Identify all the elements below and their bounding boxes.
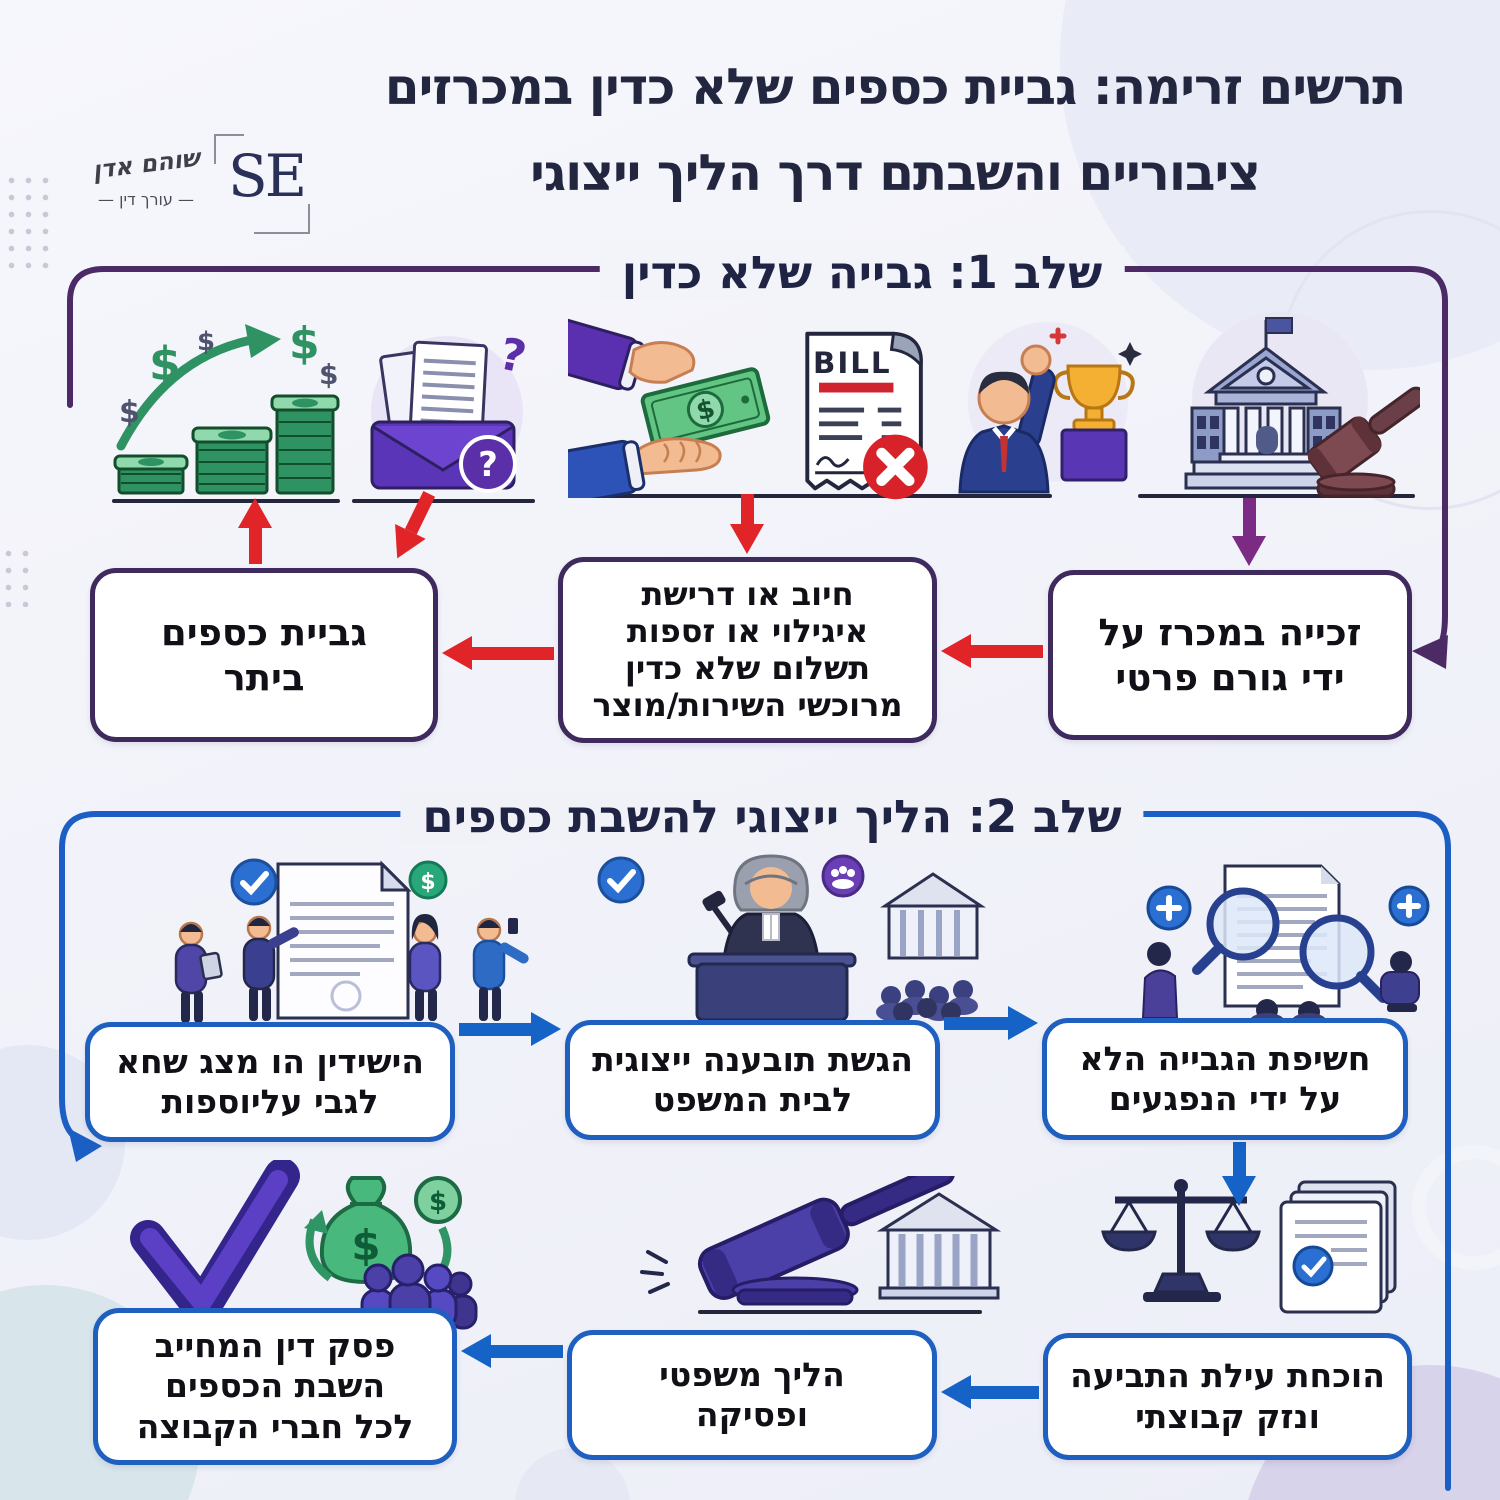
arrow-charge-to-overcollect	[442, 636, 554, 670]
box-text: זכייה במכרז על ידי גורם פרטי	[1098, 610, 1362, 699]
box-cause-proof: הוכחת עילת התביעה ונזק קבוצתי	[1043, 1333, 1412, 1460]
courthouse-gavel-icon	[1150, 304, 1420, 504]
box-text: הגשת תובענה ייצוגית לבית המשפט	[592, 1039, 913, 1119]
stage1-header: שלב 1: גבייה שלא כדין	[599, 246, 1125, 299]
arrow-misrep-to-filing	[459, 1012, 561, 1046]
arrow-exposure-to-proof	[1222, 1142, 1256, 1206]
arrow-courthouse-to-win	[1232, 498, 1266, 566]
box-tender-win: זכייה במכרז על ידי גורם פרטי	[1048, 570, 1412, 740]
ground-line	[352, 499, 535, 503]
box-legal-process: הליך משפטי ופסיקה	[567, 1330, 937, 1460]
logo-role: — עורך דין —	[98, 190, 194, 209]
restitution-verdict-icon: $ $	[120, 1160, 550, 1330]
svg-text:$: $	[420, 870, 435, 895]
svg-text:$: $	[149, 337, 181, 391]
arrow-bill-to-charge	[730, 494, 764, 554]
check-badge-icon	[230, 858, 278, 906]
box-judgment: פסק דין המחייב השבת הכספים לכל חברי הקבו…	[93, 1308, 457, 1465]
box-text: הוכחת עילת התביעה ונזק קבוצתי	[1070, 1356, 1385, 1436]
box-text: חיוב או דרישת איגילוי או זספות תשלום שלא…	[592, 574, 903, 725]
logo-initials: SE	[228, 142, 307, 210]
ground-line	[112, 499, 340, 503]
group-badge-icon	[821, 854, 865, 898]
investigation-magnifier-icon	[1125, 860, 1445, 1022]
ground-line	[600, 494, 1052, 498]
gavel-ruling-icon	[630, 1176, 1010, 1318]
bracket-icon	[214, 134, 244, 164]
box-class-action-filing: הגשת תובענה ייצוגית לבית המשפט	[565, 1020, 940, 1140]
check-badge-icon	[597, 856, 645, 904]
bracket-icon	[254, 204, 310, 234]
arrow-proof-to-litigation	[941, 1375, 1039, 1409]
svg-text:$: $	[429, 1187, 447, 1217]
plus-badge-icon	[1388, 885, 1430, 927]
judge-courtroom-icon	[585, 850, 995, 1028]
hand-giving-money-icon: $	[568, 316, 773, 498]
check-badge-icon	[1292, 1245, 1334, 1287]
money-growth-icon: $ $ $ $ $	[105, 310, 340, 502]
box-misrepresentation: הישידין הו מצג שחא לגבי עליוספות	[85, 1022, 455, 1142]
stage1-frame	[67, 266, 1448, 669]
rejected-x-icon	[863, 434, 928, 500]
box-text: הליך משפטי ופסיקה	[659, 1354, 845, 1434]
ground-line	[1138, 494, 1415, 498]
arrow-filing-to-exposure	[944, 1006, 1038, 1040]
law-firm-logo: שוהם אדן — עורך דין — SE	[86, 128, 326, 248]
box-text: חשיפת הגבייה הלא על ידי הנפגעים	[1079, 1038, 1371, 1118]
money-badge-icon: $	[408, 860, 448, 900]
logo-signature: שוהם אדן	[90, 143, 202, 185]
svg-text:?: ?	[495, 328, 531, 383]
box-collection-exposure: חשיפת הגבייה הלא על ידי הנפגעים	[1042, 1018, 1408, 1140]
stage2-frame	[59, 811, 1451, 1491]
winner-trophy-icon	[948, 314, 1143, 496]
svg-text:$: $	[319, 358, 338, 391]
box-text: פסק דין המחייב השבת הכספים לכל חברי הקבו…	[136, 1326, 414, 1446]
envelope-documents-icon: ? ?	[350, 326, 535, 504]
svg-text:BILL: BILL	[813, 346, 892, 380]
svg-text:$: $	[351, 1221, 380, 1270]
svg-text:$: $	[289, 318, 320, 369]
stage2-header: שלב 2: הליך ייצוגי להשבת כספים	[400, 790, 1144, 843]
box-unlawful-charge: חיוב או דרישת איגילוי או זספות תשלום שלא…	[558, 557, 937, 743]
svg-text:$: $	[197, 327, 215, 357]
decor-dots-top-left	[3, 172, 51, 272]
page-title: תרשים זרימה: גביית כספים שלא כדין במכרזי…	[384, 58, 1407, 202]
svg-text:$: $	[119, 395, 140, 430]
bill-rejected-icon: BILL	[790, 322, 945, 508]
box-over-collection: גביית כספים ביתר	[90, 568, 438, 742]
arrow-litigation-to-judgment	[461, 1334, 563, 1368]
scales-documents-icon	[1085, 1170, 1415, 1320]
plus-badge-icon	[1146, 885, 1192, 931]
box-text: הישידין הו מצג שחא לגבי עליוספות	[116, 1041, 424, 1121]
arrow-charge-to-money	[238, 498, 272, 564]
svg-text:?: ?	[478, 445, 498, 485]
logo-monogram: SE	[214, 134, 310, 234]
box-text: גביית כספים ביתר	[160, 610, 368, 699]
decor-dots-left	[0, 545, 36, 607]
arrow-win-to-charge	[941, 634, 1043, 668]
citizens-document-icon: $	[150, 856, 550, 1028]
